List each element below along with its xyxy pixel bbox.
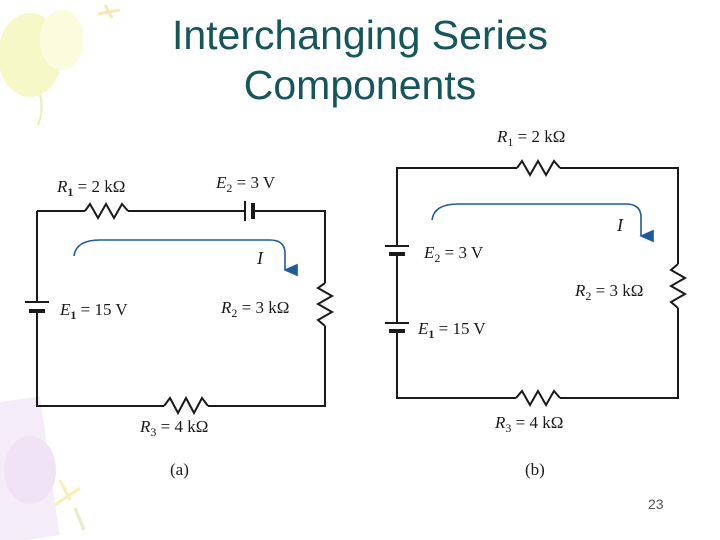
r3-label-a: R3 = 4 kΩ <box>139 417 208 439</box>
r3-label-b: R3 = 4 kΩ <box>494 413 563 435</box>
wire <box>396 333 516 399</box>
current-label-a: I <box>256 248 264 268</box>
e1-label-a: E1 = 15 V <box>59 300 128 322</box>
resistor-r3-b <box>515 388 561 408</box>
resistor-r1-b <box>516 158 561 178</box>
r2-label-b: R2 = 3 kΩ <box>574 281 643 303</box>
e2-label-b: E2 = 3 V <box>423 243 484 265</box>
wire <box>560 308 679 399</box>
resistor-r2-b <box>668 263 688 309</box>
page-number: 23 <box>648 496 664 512</box>
r1-label-a: R1 = 2 kΩ <box>56 177 125 199</box>
resistor-r2-a <box>315 282 335 327</box>
slide-title: Interchanging Series Components <box>110 10 610 110</box>
wire <box>396 167 517 246</box>
caption-a: (a) <box>170 460 189 479</box>
wire <box>560 167 679 264</box>
current-label-b: I <box>616 215 624 235</box>
balloon-decoration <box>40 10 84 70</box>
circuit-a: R1 = 2 kΩ E2 = 3 V I E1 = 15 V R2 = 3 kΩ… <box>25 173 335 479</box>
wire <box>254 210 326 283</box>
e1-label-b: E1 = 15 V <box>417 319 486 341</box>
resistor-r1-a <box>84 201 129 221</box>
title-line-1: Interchanging Series <box>171 12 549 58</box>
current-direction-arrow <box>431 203 654 243</box>
wire <box>208 326 326 407</box>
r2-label-a: R2 = 3 kΩ <box>220 298 289 320</box>
caption-b: (b) <box>525 460 545 479</box>
circuit-b: R1 = 2 kΩ I E2 = 3 V R2 = 3 kΩ E1 = 15 V… <box>385 127 688 479</box>
wire <box>36 312 164 407</box>
current-direction-arrow <box>73 239 298 277</box>
title-line-2: Components <box>243 62 477 108</box>
r1-label-b: R1 = 2 kΩ <box>496 127 565 149</box>
resistor-r3-a <box>163 395 209 416</box>
e2-label-a: E2 = 3 V <box>215 173 276 195</box>
balloon-decoration <box>4 436 56 504</box>
